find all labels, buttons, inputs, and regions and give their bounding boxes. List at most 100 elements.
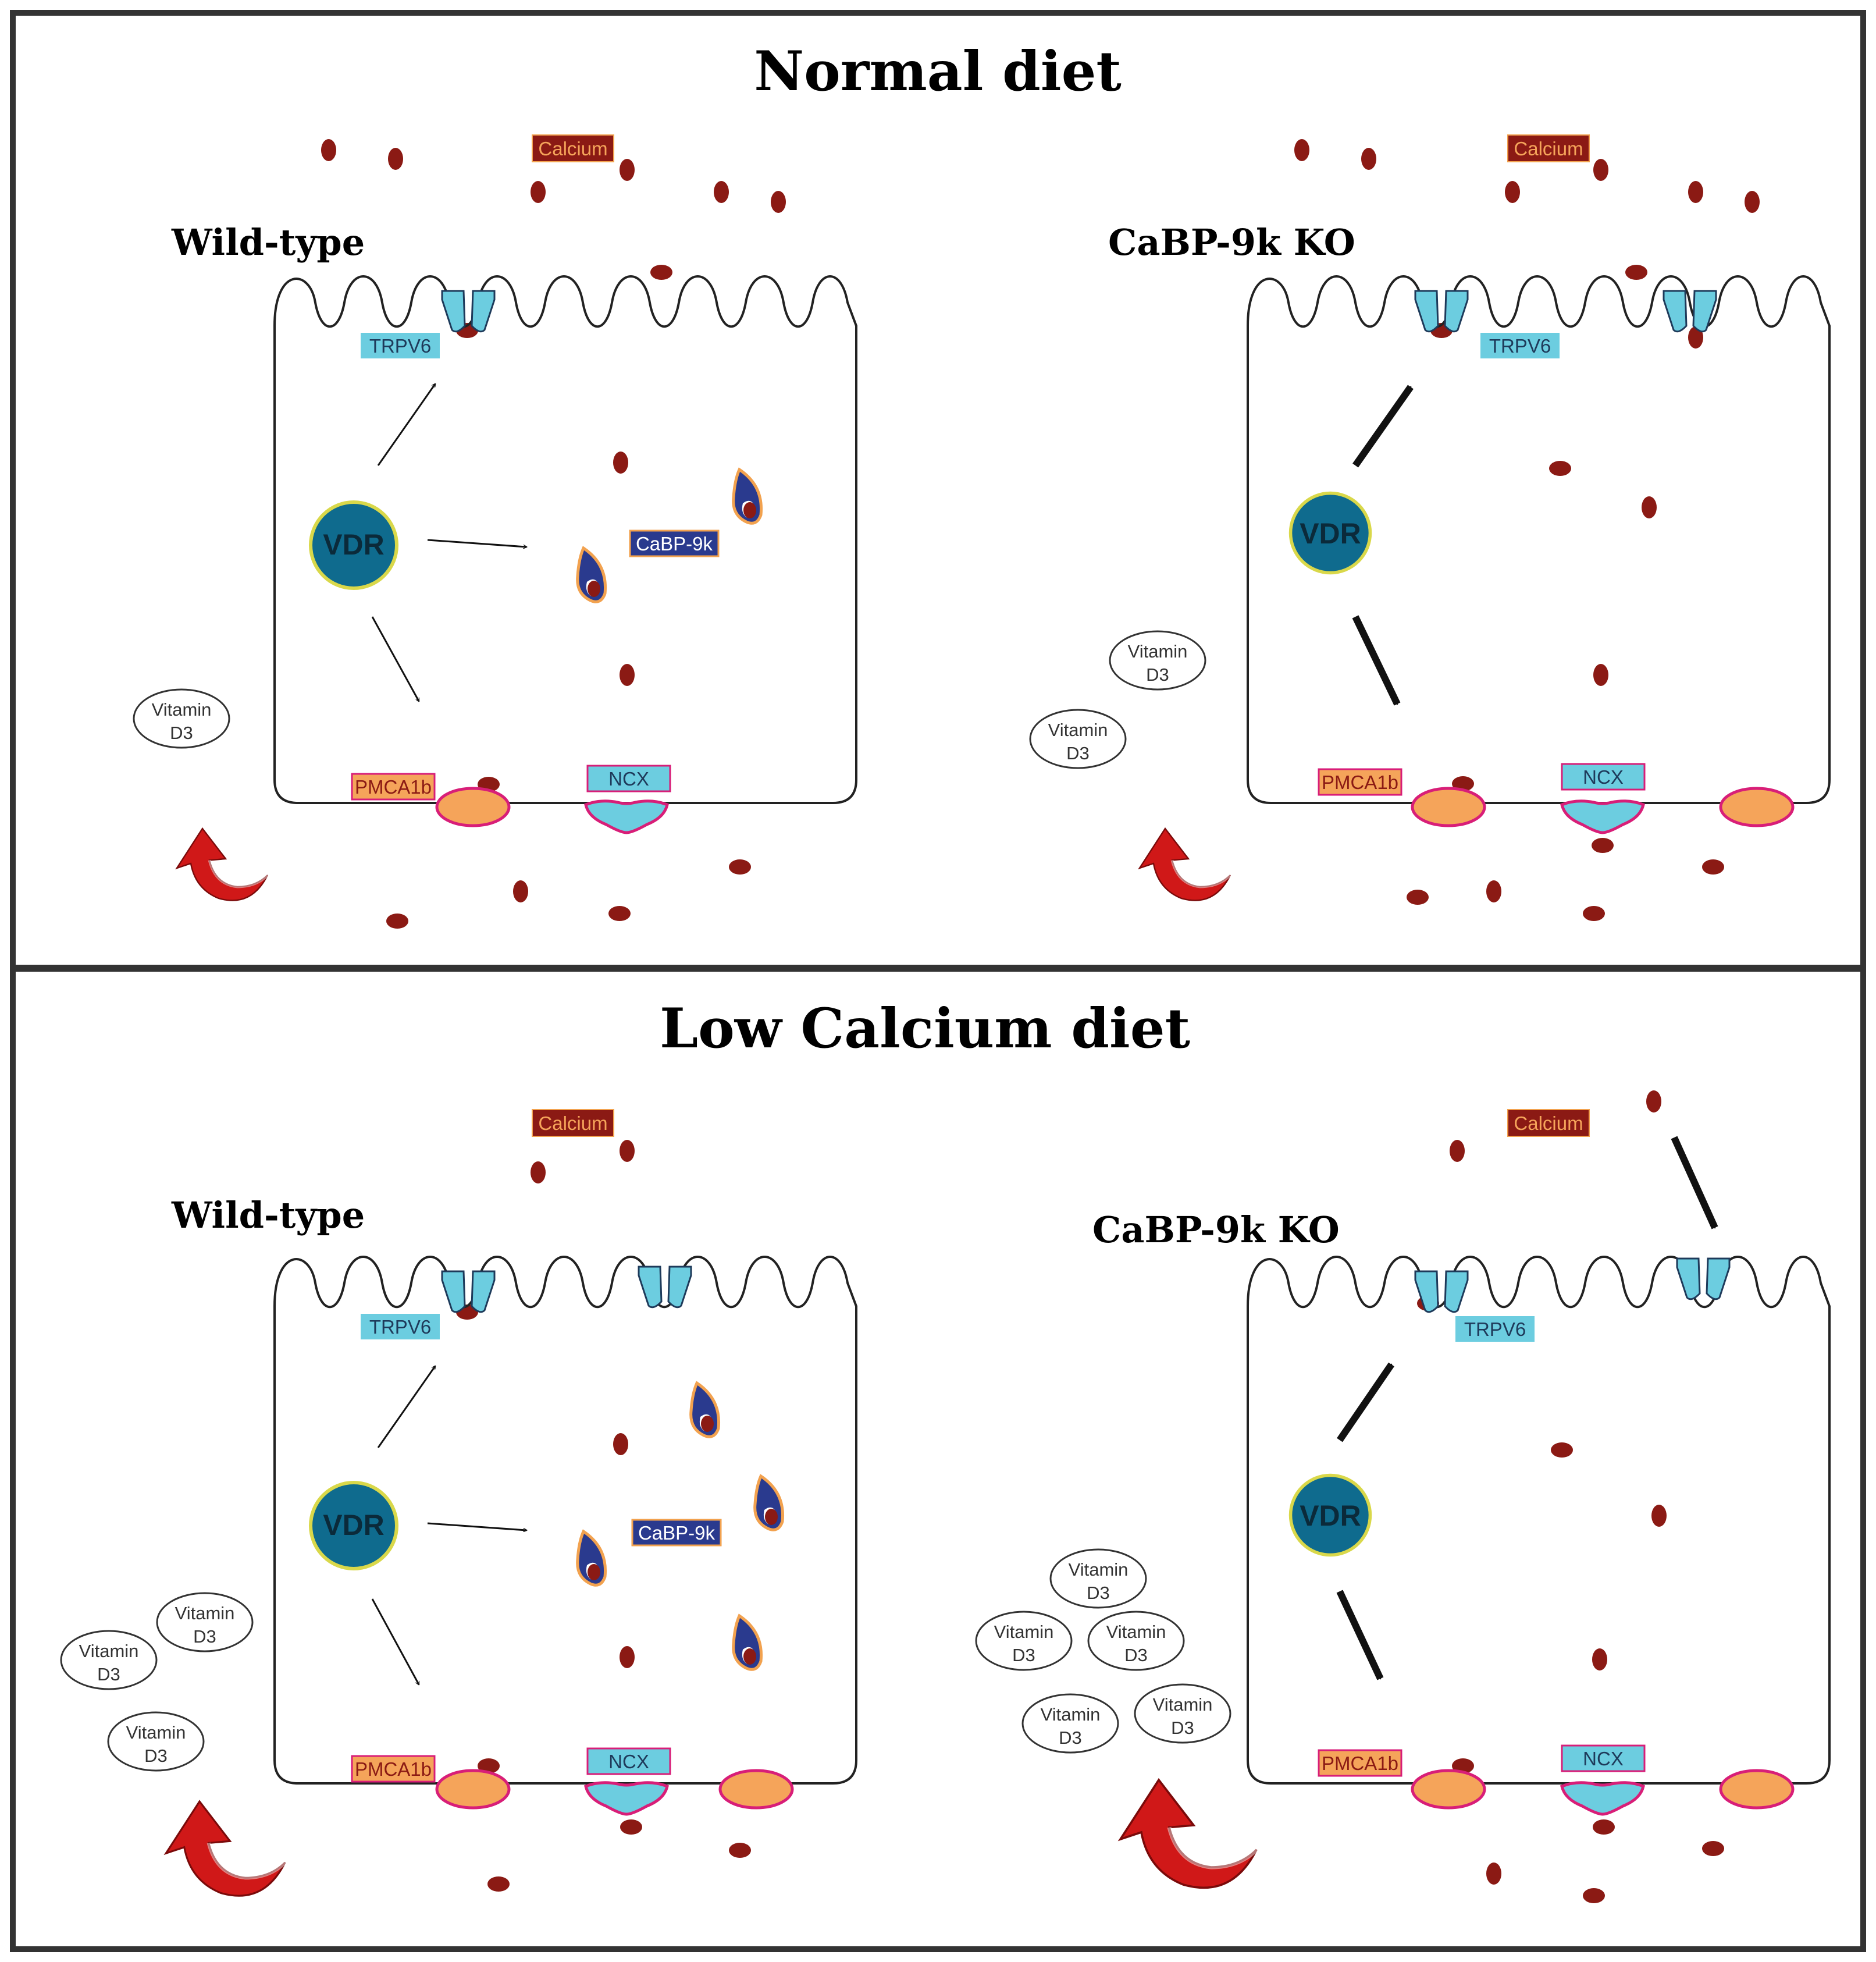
vitamin-d3: Vitamin D3 — [1087, 1611, 1185, 1671]
svg-text:PMCA1b: PMCA1b — [1322, 1753, 1398, 1774]
cabp-label: CaBP-9k — [631, 1519, 722, 1547]
pmca-pump — [1412, 788, 1485, 826]
section-title-normal: Normal diet — [754, 40, 1122, 104]
calcium-ions — [321, 139, 786, 929]
arrow-calcium-influx — [1671, 1136, 1718, 1229]
svg-text:Vitamin: Vitamin — [175, 1603, 235, 1623]
trpv6-channel — [638, 1266, 692, 1309]
panel-normal-ko: CaBP-9k KO Calcium TRPV6 VDR — [1029, 134, 1831, 921]
red-recycle-arrow — [177, 829, 268, 901]
ncx-exchanger — [586, 1783, 667, 1814]
trpv6-label: TRPV6 — [1455, 1316, 1535, 1342]
calcium-label: Calcium — [532, 1109, 614, 1137]
pmca-label: PMCA1b — [351, 1755, 436, 1783]
pmca-label: PMCA1b — [1318, 1749, 1402, 1777]
frame-low-calcium-diet — [10, 965, 1866, 1952]
svg-text:TRPV6: TRPV6 — [369, 1316, 431, 1338]
vdr-label: VDR — [1300, 517, 1361, 550]
trpv6-label: TRPV6 — [361, 1314, 440, 1339]
svg-text:D3: D3 — [170, 723, 193, 743]
vitamin-d3: Vitamin D3 — [107, 1711, 205, 1772]
trpv6-label: TRPV6 — [1480, 333, 1560, 358]
vdr-label: VDR — [1300, 1499, 1361, 1532]
svg-text:TRPV6: TRPV6 — [1464, 1318, 1526, 1340]
svg-text:D3: D3 — [1146, 664, 1169, 685]
svg-text:D3: D3 — [144, 1746, 168, 1766]
pmca-label: PMCA1b — [1318, 768, 1402, 796]
vitamin-d3: Vitamin D3 — [1134, 1683, 1231, 1744]
calcium-ions — [456, 1140, 751, 1892]
panel-low-wildtype: Wild-type Calcium TRPV6 VDR — [60, 1109, 857, 1896]
arrow-vdr-trpv6 — [1337, 1362, 1394, 1442]
vitamin-d3: Vitamin D3 — [1109, 630, 1206, 691]
panel-low-ko: CaBP-9k KO Calcium TRPV6 VDR — [975, 1090, 1831, 1903]
genotype-label: Wild-type — [171, 221, 365, 264]
arrow-vdr-pmca — [1336, 1590, 1384, 1680]
pmca-pump — [437, 788, 509, 826]
calcium-ions — [1417, 1090, 1724, 1903]
svg-text:Vitamin: Vitamin — [126, 1722, 186, 1743]
arrow-vdr-pmca — [1352, 615, 1401, 706]
vitamin-d3: Vitamin D3 — [133, 688, 230, 749]
pmca-pump — [1721, 788, 1793, 826]
vitamin-d3: Vitamin D3 — [156, 1592, 254, 1652]
svg-text:Vitamin: Vitamin — [1041, 1704, 1101, 1725]
ncx-label: NCX — [1561, 763, 1646, 791]
cabp-protein — [578, 1531, 606, 1585]
svg-text:D3: D3 — [1066, 743, 1090, 763]
svg-text:Vitamin: Vitamin — [1048, 720, 1108, 740]
vitamin-d3: Vitamin D3 — [975, 1611, 1073, 1671]
svg-text:NCX: NCX — [608, 1751, 649, 1772]
vitamin-d3: Vitamin D3 — [1029, 709, 1127, 769]
svg-text:D3: D3 — [1059, 1728, 1082, 1748]
arrow-vdr-trpv6 — [1352, 385, 1414, 468]
cabp-protein — [755, 1476, 783, 1530]
red-recycle-arrow — [1140, 829, 1230, 901]
svg-text:NCX: NCX — [1583, 766, 1624, 788]
svg-text:D3: D3 — [1124, 1645, 1148, 1665]
ncx-label: NCX — [586, 765, 671, 792]
genotype-label: Wild-type — [171, 1194, 365, 1236]
svg-text:NCX: NCX — [1583, 1748, 1624, 1769]
cabp-label: CaBP-9k — [629, 529, 720, 557]
svg-text:D3: D3 — [193, 1626, 216, 1647]
svg-text:NCX: NCX — [608, 768, 649, 790]
svg-text:D3: D3 — [1012, 1645, 1035, 1665]
calcium-label: Calcium — [1507, 134, 1590, 162]
trpv6-label: TRPV6 — [361, 333, 440, 358]
vitamin-d3: Vitamin D3 — [1021, 1693, 1119, 1754]
vdr-label: VDR — [323, 1509, 385, 1541]
svg-text:PMCA1b: PMCA1b — [355, 776, 432, 798]
red-recycle-arrow — [166, 1801, 285, 1896]
svg-text:PMCA1b: PMCA1b — [1322, 772, 1398, 793]
svg-text:D3: D3 — [1171, 1718, 1194, 1738]
svg-text:Calcium: Calcium — [1514, 1112, 1583, 1134]
trpv6-channel — [1676, 1257, 1731, 1300]
arrow-vdr-trpv6 — [377, 384, 435, 466]
svg-text:Vitamin: Vitamin — [79, 1641, 139, 1661]
genotype-label: CaBP-9k KO — [1092, 1209, 1340, 1251]
svg-text:Calcium: Calcium — [538, 138, 607, 159]
pmca-pump — [1412, 1771, 1485, 1808]
cabp-protein — [734, 1616, 761, 1669]
cabp-protein — [578, 548, 606, 602]
svg-text:TRPV6: TRPV6 — [1489, 335, 1551, 357]
svg-text:CaBP-9k: CaBP-9k — [636, 533, 713, 555]
arrow-vdr-cabp — [427, 1522, 526, 1530]
svg-text:Calcium: Calcium — [1514, 138, 1583, 159]
svg-text:Vitamin: Vitamin — [152, 699, 212, 720]
ncx-label: NCX — [1561, 1744, 1646, 1772]
svg-text:TRPV6: TRPV6 — [369, 335, 431, 357]
arrow-vdr-cabp — [427, 539, 526, 547]
ncx-label: NCX — [586, 1747, 671, 1775]
arrow-vdr-pmca — [371, 1598, 420, 1684]
cabp-protein — [691, 1383, 719, 1437]
arrow-vdr-pmca — [371, 616, 420, 701]
vitamin-d3: Vitamin D3 — [60, 1630, 158, 1690]
section-title-low-calcium: Low Calcium diet — [660, 997, 1190, 1061]
red-recycle-arrow — [1120, 1780, 1256, 1888]
svg-text:Vitamin: Vitamin — [1153, 1694, 1213, 1715]
svg-text:Vitamin: Vitamin — [1128, 641, 1188, 662]
svg-text:CaBP-9k: CaBP-9k — [638, 1522, 715, 1544]
